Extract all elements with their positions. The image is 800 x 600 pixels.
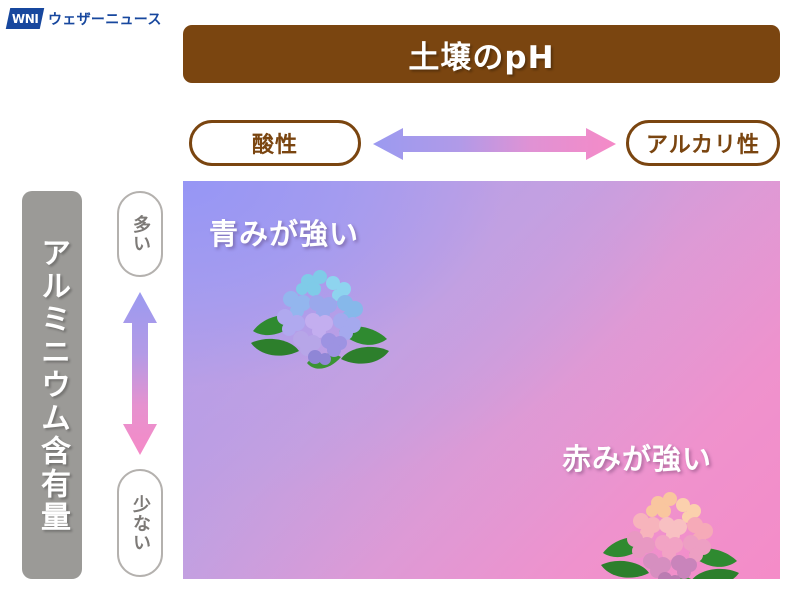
amount-label-low-text: 少ない	[130, 494, 151, 552]
page-title: 土壌のpH	[408, 39, 555, 76]
ph-label-alkaline-text: アルカリ性	[645, 133, 761, 158]
wni-logo-icon: WNI	[5, 8, 45, 29]
ph-label-alkaline: アルカリ性	[626, 120, 780, 166]
amount-label-high: 多い	[117, 191, 163, 277]
pink-hydrangea-icon	[595, 481, 745, 579]
aluminum-axis-title: アルミニウム含有量	[35, 236, 70, 534]
amount-label-high-text: 多い	[130, 215, 151, 253]
amount-label-low: 少ない	[117, 469, 163, 577]
ph-axis-row: 酸性 アルカリ性	[183, 120, 780, 170]
aluminum-axis-title-bar: アルミニウム含有量	[22, 191, 82, 579]
blue-hydrangea-icon	[245, 259, 395, 384]
ph-label-acidic-text: 酸性	[251, 133, 298, 158]
aluminum-amount-scale: 多い 少ない	[108, 186, 172, 580]
brand-logo: WNI ウェザーニュース	[5, 8, 162, 29]
red-tint-label: 赤みが強い	[562, 442, 713, 476]
ph-color-gradient-panel: 青みが強い	[183, 181, 780, 579]
amount-double-arrow-icon	[122, 292, 158, 455]
brand-name-label: ウェザーニュース	[48, 11, 162, 28]
ph-double-arrow-icon	[373, 127, 616, 161]
blue-tint-label: 青みが強い	[209, 217, 360, 251]
title-banner: 土壌のpH	[183, 25, 780, 83]
ph-label-acidic: 酸性	[189, 120, 361, 166]
wni-logo-text: WNI	[11, 11, 39, 26]
